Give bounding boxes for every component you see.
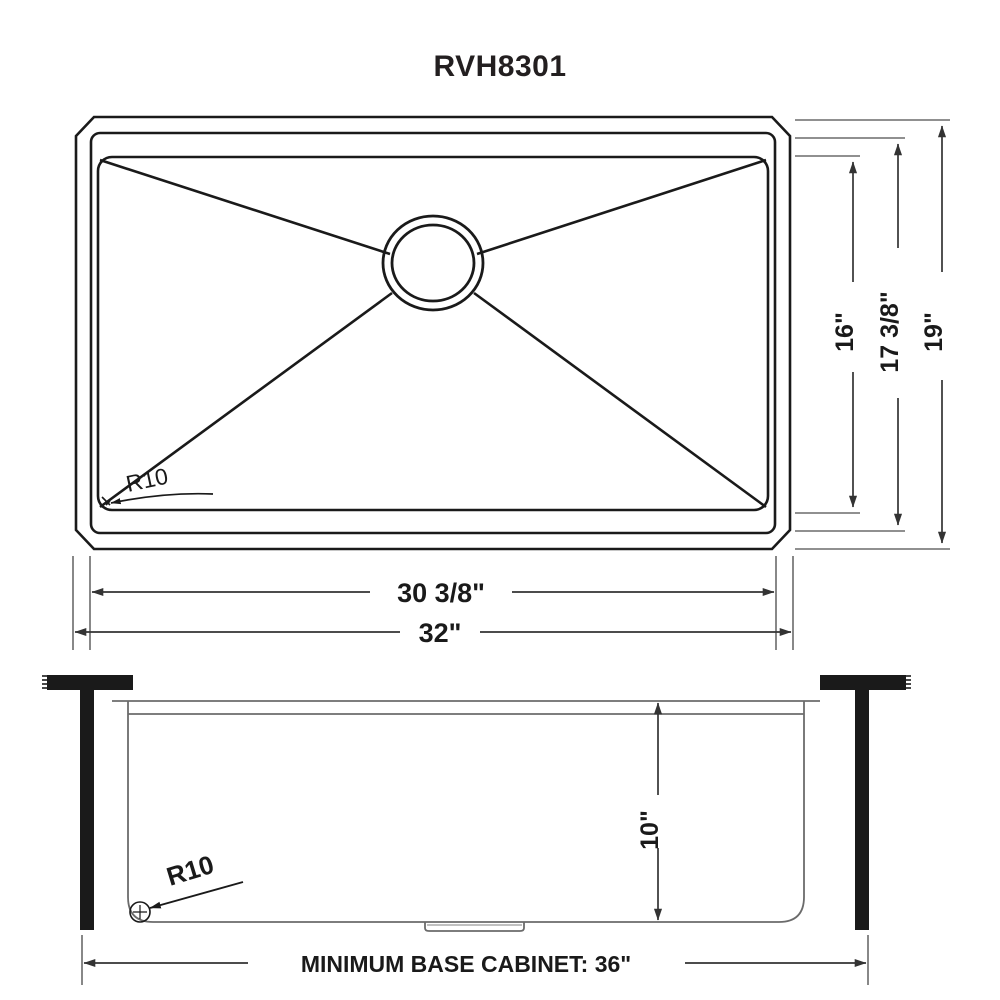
bowl-slope-fold-lines: [99, 158, 767, 509]
section-drain-outline: [424, 922, 525, 932]
radius-leader-line: [110, 492, 214, 505]
sink-rim-inner: [89, 131, 777, 535]
section-radius-cross: [133, 905, 147, 919]
countertop-right-hatch: [897, 675, 911, 689]
fold-line-top-left: [99, 158, 391, 256]
section-view-r10-label: R10: [163, 849, 217, 892]
section-view-radius-callout: [129, 881, 244, 923]
sink-bowl-opening: [96, 155, 770, 512]
fold-line-top-right: [476, 158, 767, 256]
countertop-left: [47, 675, 133, 690]
section-radius-circle: [129, 901, 151, 923]
cabinet-wall-right: [855, 690, 869, 930]
countertop-left-hatch: [42, 675, 56, 689]
section-view-sink-body: [112, 700, 820, 923]
bottom-extension-lines: [72, 556, 794, 650]
dimension-label-16: 16": [831, 312, 859, 352]
top-view-radius-callout: [101, 492, 214, 506]
top-view-r10-label: R10: [124, 463, 171, 497]
dimension-label-base-cabinet: MINIMUM BASE CABINET: 36": [301, 951, 631, 977]
drain-opening: [381, 214, 485, 312]
section-radius-leader: [149, 881, 244, 909]
dimension-label-19: 19": [920, 312, 948, 352]
top-view-sink-outline: [74, 115, 792, 551]
section-bowl-profile: [127, 701, 805, 923]
vertical-dimension-lines: [848, 125, 947, 544]
page-title: RVH8301: [433, 50, 567, 83]
base-cabinet-structure: [42, 675, 911, 930]
fold-line-bottom-left: [99, 291, 393, 509]
sink-rim-outer: [74, 115, 792, 551]
radius-center-cross: [101, 496, 111, 506]
dimension-label-32: 32": [419, 618, 462, 648]
drain-inner-ring: [390, 223, 476, 303]
cabinet-extension-lines: [81, 935, 869, 985]
dimension-label-10: 10": [636, 810, 664, 850]
countertop-right: [820, 675, 906, 690]
section-drain-detail: [424, 922, 525, 932]
horizontal-dimension-lines: [74, 587, 792, 637]
dimension-label-17-3-8: 17 3/8": [876, 291, 904, 372]
cabinet-wall-left: [80, 690, 94, 930]
fold-line-bottom-right: [473, 291, 767, 509]
drain-outer-ring: [381, 214, 485, 312]
right-extension-lines: [795, 119, 950, 550]
dimension-label-30-3-8: 30 3/8": [397, 578, 485, 608]
